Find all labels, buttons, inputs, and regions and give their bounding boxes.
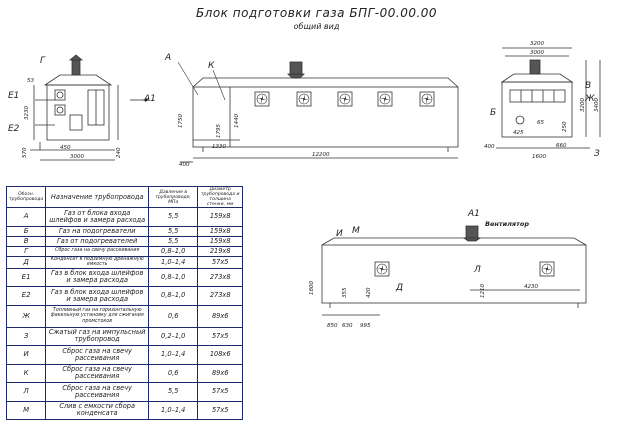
dim-front-w2: 3000 xyxy=(70,154,84,160)
dim-side-h3: 1440 xyxy=(234,114,240,128)
dim-front-h1: 53 xyxy=(27,78,34,84)
pipeline-table: Обозн. трубопровода Назначение трубопров… xyxy=(5,186,244,420)
vent-3 xyxy=(337,91,353,107)
dim-end-d2: 65 xyxy=(537,120,544,126)
label-K: К xyxy=(208,61,215,71)
vent-4 xyxy=(377,91,393,107)
dim-a1-w4: 4230 xyxy=(524,284,538,290)
vent-2 xyxy=(296,91,312,107)
dim-a1-h3: 420 xyxy=(366,287,372,298)
dim-front-h3: 570 xyxy=(22,147,28,158)
dim-a1-w2: 630 xyxy=(342,323,353,329)
view-A1-title: А1 xyxy=(467,209,480,219)
header-code: Обозн. трубопровода xyxy=(5,186,47,208)
dim-side-w2: 12200 xyxy=(312,152,330,158)
dim-end-w1: 3200 xyxy=(530,41,544,47)
dim-end-d5: 1600 xyxy=(532,154,546,160)
dim-end-d3: 250 xyxy=(562,121,568,132)
dim-front-h2: 3230 xyxy=(24,106,30,120)
vent-5 xyxy=(419,91,435,107)
dim-front-w1: 450 xyxy=(60,145,71,151)
dim-side-w3: 400 xyxy=(179,162,190,168)
side-view xyxy=(180,61,459,163)
a1-vent-right xyxy=(539,261,555,277)
label-ventilator: Вентилятор xyxy=(485,220,529,228)
label-V: В xyxy=(585,81,591,91)
label-D: Д xyxy=(395,283,403,293)
dim-a1-w1: 850 xyxy=(327,323,338,329)
label-arrow-A1: А1 xyxy=(143,94,156,104)
end-view xyxy=(496,47,601,149)
label-E2: Е2 xyxy=(8,124,20,134)
label-I: И xyxy=(336,229,343,239)
label-L: Л xyxy=(473,265,481,275)
dim-a1-w3: 995 xyxy=(360,323,371,329)
vent-1 xyxy=(254,91,270,107)
label-B-side: Б xyxy=(490,108,496,118)
label-M: М xyxy=(352,226,360,236)
drawing-subtitle: общий вид xyxy=(293,22,340,31)
dim-end-d1: 425 xyxy=(513,130,524,136)
dim-a1-h1: 1800 xyxy=(309,281,315,295)
label-G: Г xyxy=(40,56,46,66)
header-purpose: Назначение трубопровода xyxy=(45,186,150,208)
label-Zh: Ж xyxy=(584,94,595,104)
a1-vent-left xyxy=(374,261,390,277)
header-pressure: Давление в трубопроводе, МПа xyxy=(148,186,199,208)
dim-a1-h4: 1210 xyxy=(480,284,486,298)
label-Z: З xyxy=(594,149,600,159)
view-A1 xyxy=(321,225,587,316)
dim-front-w3: 240 xyxy=(116,147,122,158)
label-A: А xyxy=(164,53,171,63)
label-E1: Е1 xyxy=(8,91,19,101)
dim-end-w2: 3000 xyxy=(530,50,544,56)
dim-end-h1: 3200 xyxy=(580,98,586,112)
dim-end-d4: 660 xyxy=(556,143,567,149)
dim-end-h2: 3400 xyxy=(594,98,600,112)
dim-end-d6: 400 xyxy=(484,144,495,150)
dim-a1-h2: 355 xyxy=(342,287,348,298)
dim-side-w1: 1330 xyxy=(212,144,226,150)
dim-side-h2: 1795 xyxy=(216,124,222,138)
dim-side-h1: 1750 xyxy=(178,114,184,128)
front-view xyxy=(30,54,119,161)
drawing-title: Блок подготовки газа БПГ-00.00.00 xyxy=(195,6,438,20)
header-diameter: Диаметр трубопровода и толщина стенки, м… xyxy=(197,186,244,208)
